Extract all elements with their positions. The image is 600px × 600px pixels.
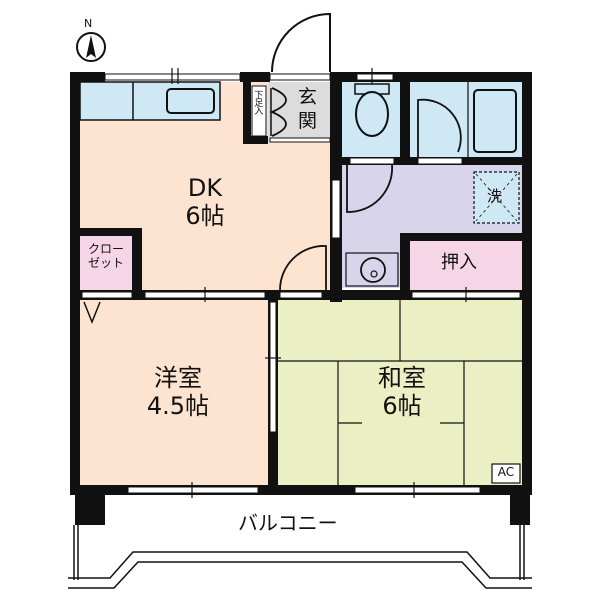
closet [80, 236, 132, 290]
ac-box [491, 463, 521, 484]
japanese-room-label: 和室 6帖 [352, 364, 452, 420]
sink-icon [166, 88, 215, 114]
basin-icon [360, 257, 386, 283]
western-floor [80, 300, 268, 485]
bathtub-icon [473, 89, 517, 153]
dk-size: 6帖 [185, 201, 225, 230]
balcony-label: バルコニー [238, 511, 338, 535]
western-size: 4.5帖 [146, 391, 210, 420]
western-name: 洋室 [154, 364, 202, 392]
north-arrow-icon [76, 32, 106, 62]
japanese-name: 和室 [378, 364, 426, 392]
entry-door[interactable] [271, 12, 331, 73]
ac-label: AC [497, 465, 515, 479]
shoe-box-label: 下足入 [252, 90, 263, 114]
tatami-lines [278, 300, 522, 485]
compass-label: N [84, 17, 93, 30]
oshiire-label: 押入 [441, 252, 477, 273]
entrance-label: 玄 関 [298, 86, 317, 134]
japanese-size: 6帖 [382, 391, 422, 420]
washer-label: 洗 [487, 187, 503, 205]
dk-label: DK 6帖 [165, 174, 245, 230]
western-room-label: 洋室 4.5帖 [128, 364, 228, 420]
dk-name: DK [187, 174, 223, 202]
oshiire [410, 240, 522, 290]
balcony-rail [68, 525, 532, 589]
toilet-icon [355, 91, 389, 137]
entrance-line2: 関 [298, 109, 318, 132]
closet-label: クロー ゼット [80, 242, 132, 271]
closet-line1: クロー [87, 242, 124, 256]
western-door[interactable] [279, 245, 327, 291]
closet-line2: ゼット [87, 255, 124, 270]
entrance-line1: 玄 [298, 86, 318, 108]
